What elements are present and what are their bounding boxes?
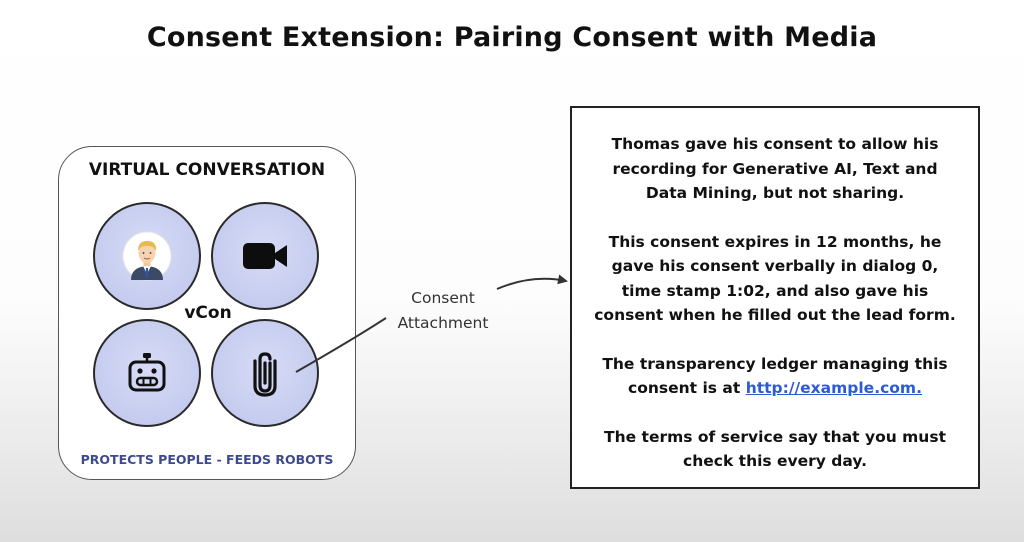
person-avatar-icon <box>122 231 172 281</box>
attachment-circle <box>211 319 319 427</box>
page-title: Consent Extension: Pairing Consent with … <box>146 22 878 53</box>
consent-arrow <box>496 274 568 290</box>
person-circle <box>93 202 201 310</box>
consent-paragraph-3: The transparency ledger managing this co… <box>594 352 956 401</box>
robot-icon <box>128 353 166 392</box>
consent-paragraph-4: The terms of service say that you must c… <box>604 427 946 471</box>
vcon-card: VIRTUAL CONVERSATION <box>58 146 356 480</box>
consent-info-box: Thomas gave his consent to allow his rec… <box>570 106 980 489</box>
paperclip-icon <box>253 352 277 397</box>
vcon-center-label: vCon <box>184 303 232 323</box>
vcon-heading: VIRTUAL CONVERSATION <box>88 160 326 180</box>
ledger-text: The transparency ledger managing this co… <box>602 354 948 398</box>
attachment-connector-line <box>295 317 387 373</box>
consent-paragraph-2: This consent expires in 12 months, he ga… <box>594 232 956 325</box>
video-camera-icon <box>243 243 287 269</box>
consent-paragraph-1: Thomas gave his consent to allow his rec… <box>611 135 939 202</box>
video-circle <box>211 202 319 310</box>
attachment-label-line2: Attachment <box>397 314 489 332</box>
ledger-link[interactable]: http://example.com. <box>745 379 922 397</box>
consent-attachment-label: Consent Attachment <box>386 286 500 336</box>
robot-circle <box>93 319 201 427</box>
attachment-label-line1: Consent <box>411 289 475 307</box>
vcon-tagline: PROTECTS PEOPLE - FEEDS ROBOTS <box>80 452 334 467</box>
